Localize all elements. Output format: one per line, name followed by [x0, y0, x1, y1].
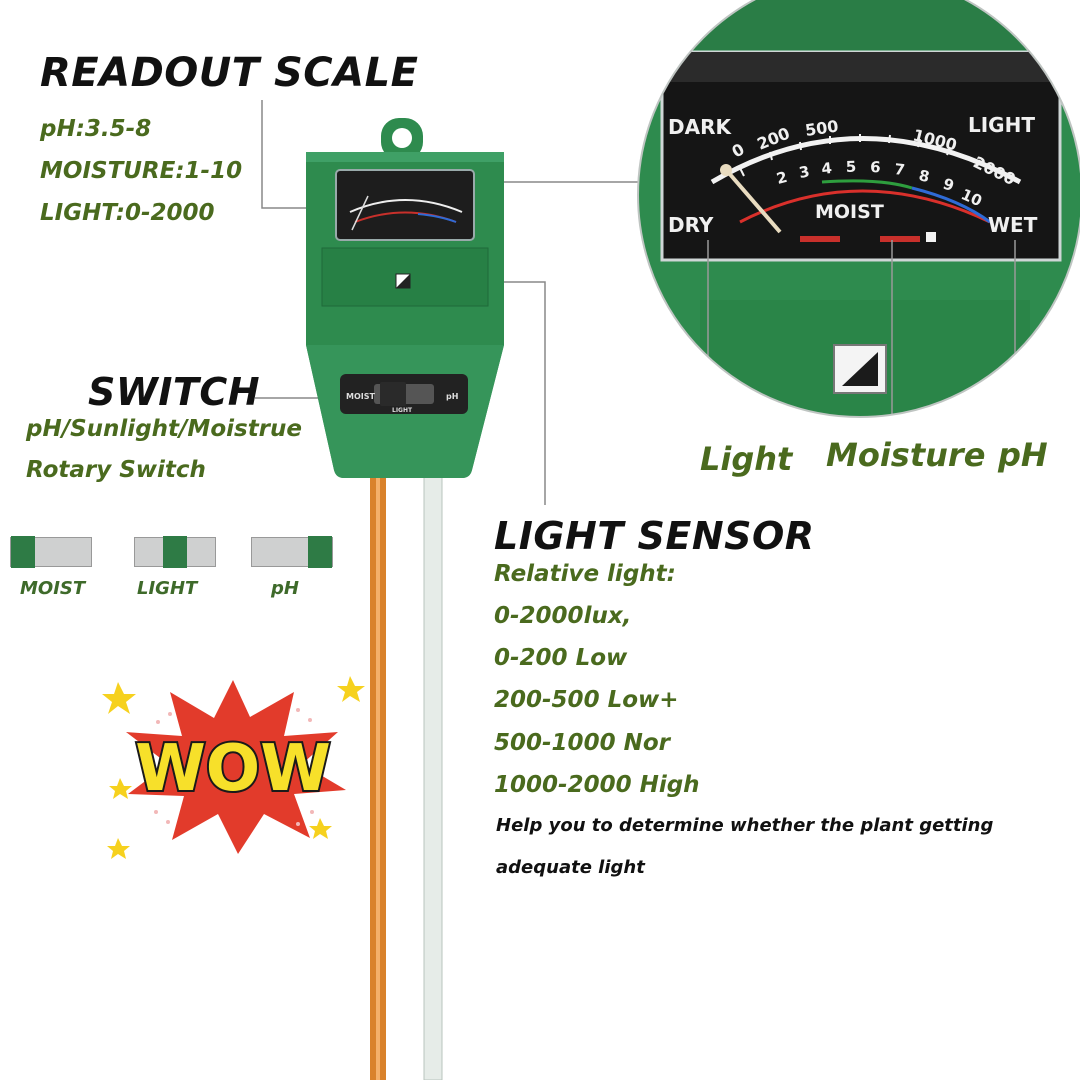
dial-moist-tick-label: 5: [846, 158, 857, 176]
switch-line-1: pH/Sunlight/Moistrue: [26, 416, 302, 442]
light-sensor-line-3: 0-200 Low: [494, 645, 628, 671]
dial-moist-tick-label: 4: [821, 159, 833, 178]
dial-moist-tick-label: 6: [870, 158, 881, 176]
wow-sticker: WOW: [102, 676, 365, 859]
dial-dry-label: DRY: [668, 213, 714, 237]
switch-position-moist-label: MOIST: [20, 578, 86, 599]
light-sensor-line-4: 200-500 Low+: [494, 687, 679, 713]
dial-needle: [726, 170, 782, 234]
switch-position-light-icon: [134, 536, 216, 568]
device-switch-ph: pH: [446, 392, 458, 401]
dial-moist-tick-label: 3: [798, 162, 811, 182]
readout-scale-title: READOUT SCALE: [40, 50, 419, 96]
white-probe: [423, 474, 443, 1080]
switch-position-moist-icon: [10, 536, 92, 568]
dial-moist-tick-label: 8: [917, 166, 931, 186]
light-sensor-title: LIGHT SENSOR: [494, 514, 815, 558]
dial-moist-tick-label: 7: [894, 160, 906, 179]
dial-moist-label: MOIST: [815, 201, 884, 223]
switch-title: SWITCH: [88, 370, 261, 414]
readout-moisture-range: MOISTURE:1-10: [40, 158, 243, 184]
light-sensor-note-2: adequate light: [496, 857, 645, 878]
zoom-label-ph: pH: [998, 436, 1048, 474]
dial-light-tick-label: 500: [804, 116, 840, 139]
switch-position-ph-label: pH: [271, 578, 299, 599]
dial-wet-label: WET: [988, 213, 1038, 237]
light-sensor-line-1: Relative light:: [494, 561, 676, 587]
switch-line-2: Rotary Switch: [26, 457, 206, 483]
dial-moist-tick-label: 2: [775, 168, 789, 188]
dial-dark-label: DARK: [668, 115, 732, 139]
wow-text: WOW: [135, 732, 331, 806]
light-sensor-note-1: Help you to determine whether the plant …: [496, 815, 994, 836]
dial-light-label: LIGHT: [968, 113, 1035, 137]
light-sensor-line-2: 0-2000lux,: [494, 603, 632, 629]
switch-position-light-label: LIGHT: [137, 578, 198, 599]
device-switch-moist: MOIST: [346, 392, 376, 401]
switch-position-ph-icon: [251, 536, 333, 568]
zoom-label-moisture: Moisture: [826, 436, 986, 474]
light-sensor-line-6: 1000-2000 High: [494, 772, 700, 798]
zoom-label-light: Light: [700, 440, 793, 478]
device-switch-light: LIGHT: [392, 407, 413, 414]
readout-light-range: LIGHT:0-2000: [40, 200, 215, 226]
readout-ph-range: pH:3.5-8: [40, 116, 152, 142]
light-sensor-line-5: 500-1000 Nor: [494, 730, 670, 756]
zoom-dial-face: [660, 50, 1062, 262]
